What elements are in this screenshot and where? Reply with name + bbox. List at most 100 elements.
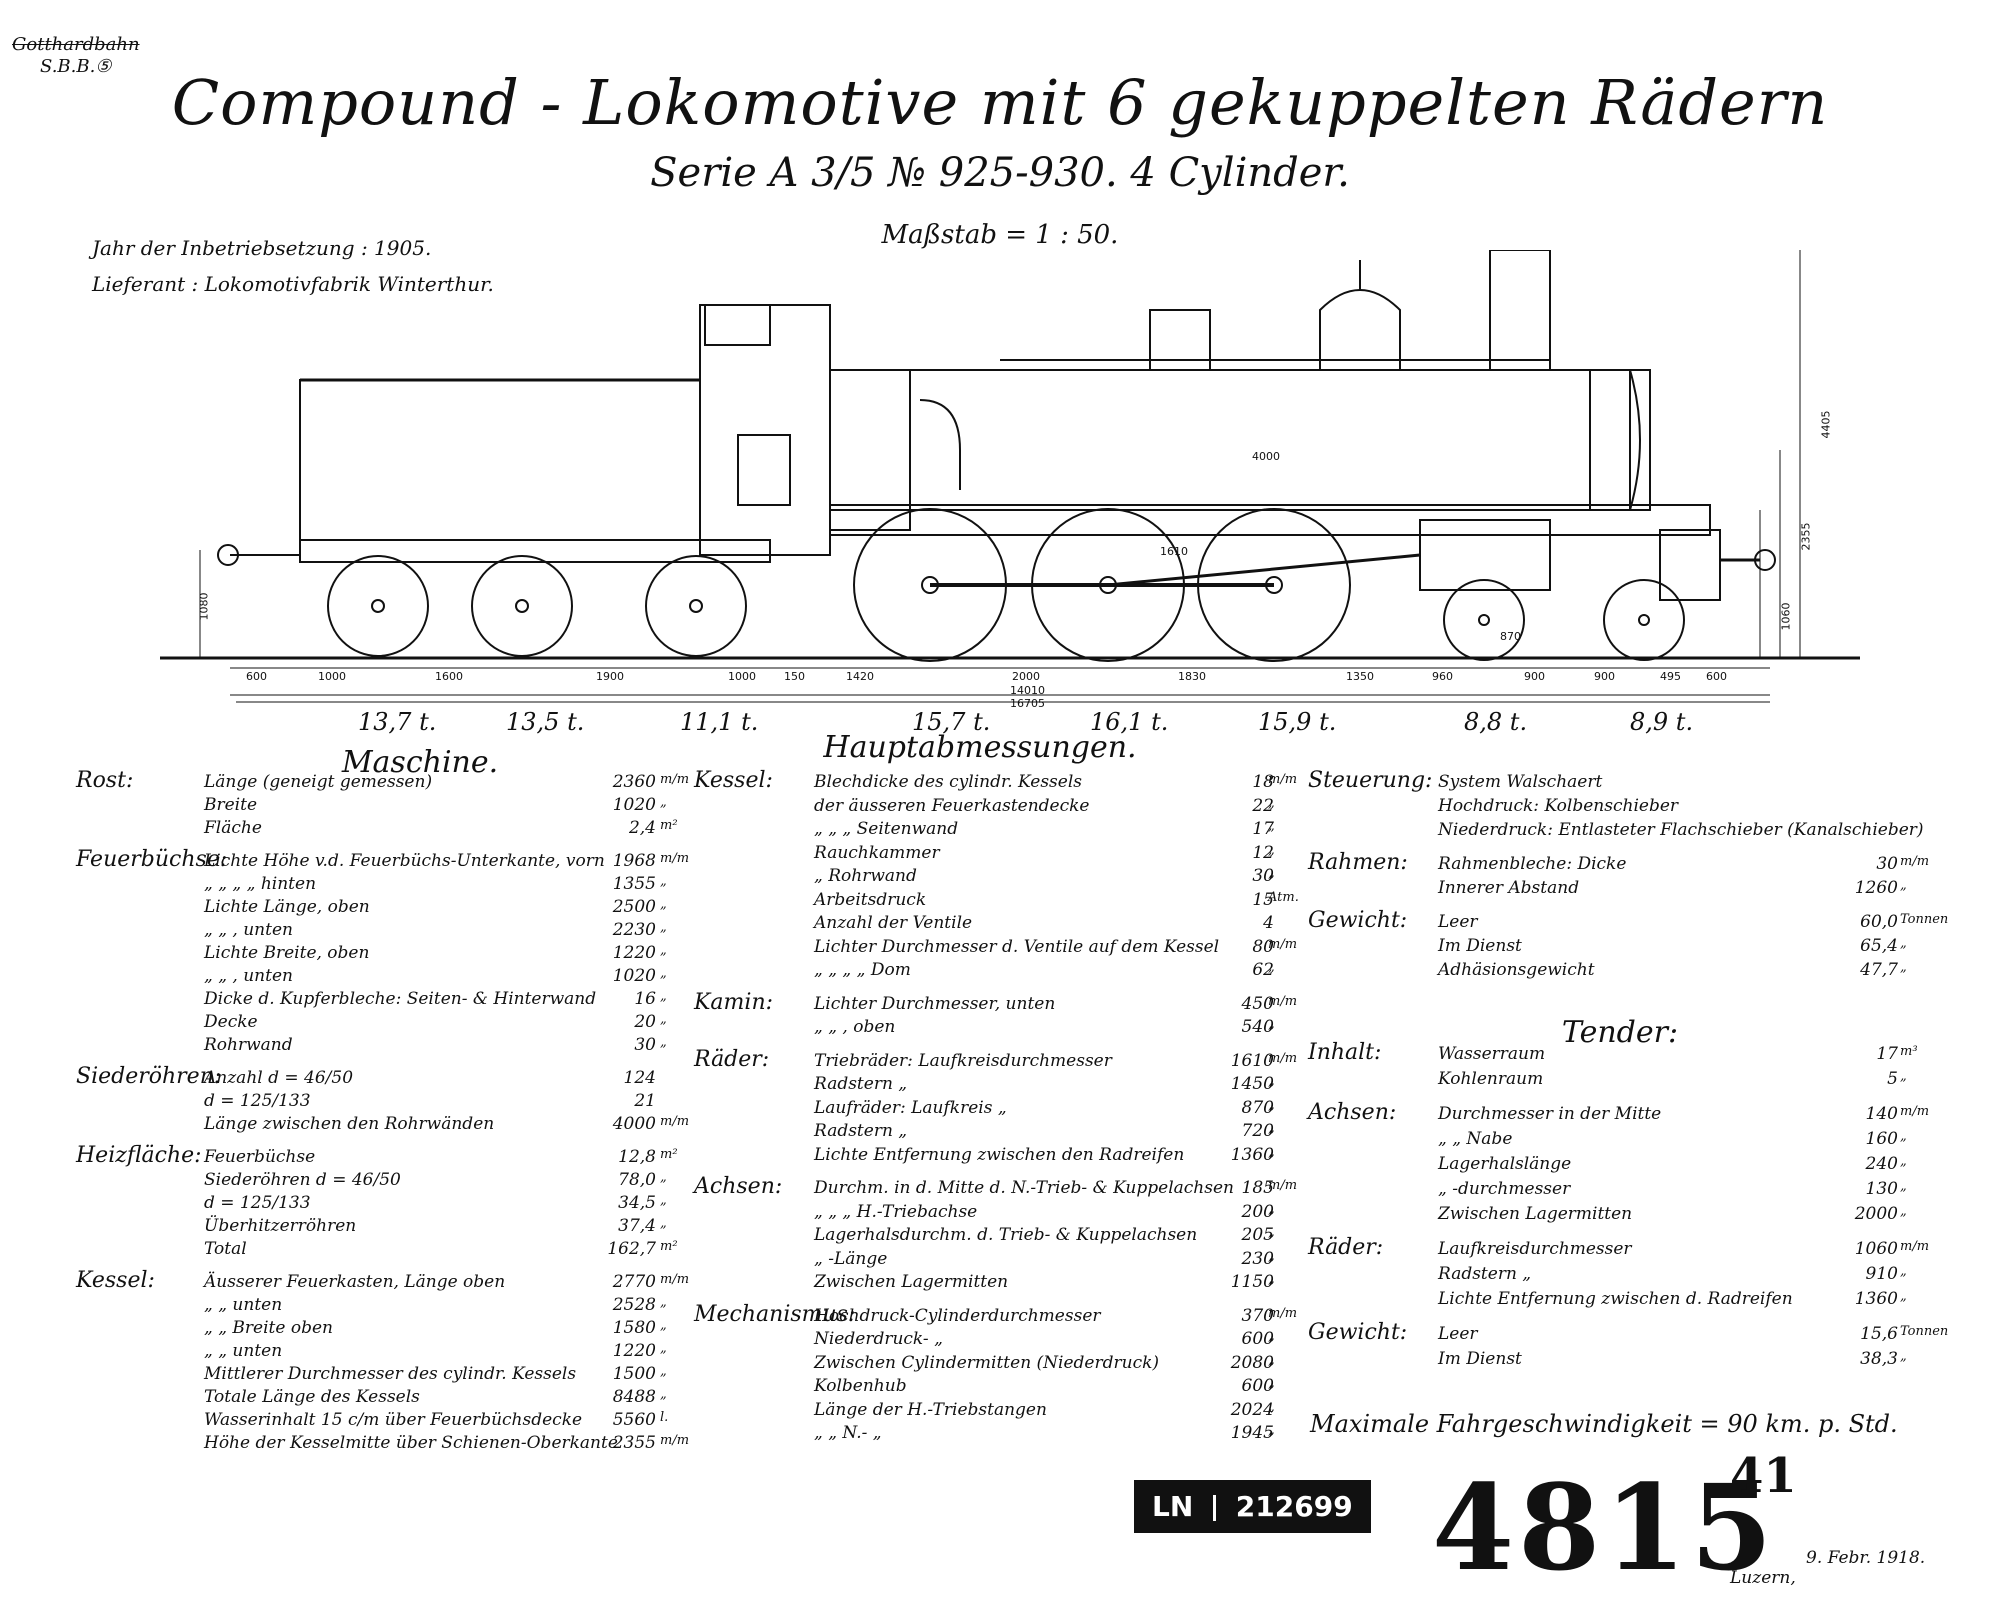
spec-unit: „ bbox=[1268, 960, 1275, 975]
dim-boiler-tubes: 4000 bbox=[1252, 450, 1280, 463]
spec-unit: „ bbox=[660, 1012, 667, 1027]
spec-label: Radstern „ bbox=[1438, 1264, 1532, 1284]
spec-label: Länge der H.-Triebstangen bbox=[814, 1399, 1047, 1420]
dim-spacing: 960 bbox=[1432, 670, 1453, 683]
spec-label: d = 125/133 bbox=[204, 1091, 311, 1111]
spec-value: 1220 bbox=[612, 943, 656, 963]
spec-value: 22 bbox=[1252, 795, 1274, 816]
spec-label: Zwischen Lagermitten bbox=[1438, 1204, 1633, 1224]
spec-group-title: Siederöhren: bbox=[76, 1064, 222, 1089]
spec-label: Überhitzerröhren bbox=[204, 1216, 357, 1236]
spec-unit: „ bbox=[1900, 936, 1907, 951]
spec-unit: „ bbox=[1900, 1179, 1907, 1194]
spec-value: 1260 bbox=[1854, 878, 1898, 898]
spec-value: 30 bbox=[634, 1035, 656, 1055]
spec-row: Dicke d. Kupferbleche: Seiten- & Hinterw… bbox=[76, 989, 676, 1011]
spec-unit: „ bbox=[1268, 1376, 1275, 1391]
spec-unit: „ bbox=[1268, 1423, 1275, 1438]
spec-unit: „ bbox=[660, 989, 667, 1004]
spec-value: 1150 bbox=[1230, 1272, 1274, 1292]
dim-tender-wheel: 1060 bbox=[1779, 602, 1793, 631]
spec-unit: „ bbox=[1900, 1069, 1907, 1084]
spec-label: Decke bbox=[204, 1012, 258, 1032]
spec-row: der äusseren Feuerkastendecke 22„ bbox=[694, 796, 1294, 818]
spec-row: „ „ N.- „1945„ bbox=[694, 1423, 1294, 1445]
dim-wheel: 870 bbox=[1500, 630, 1521, 643]
spec-group-title: Feuerbüchse: bbox=[76, 847, 228, 872]
spec-value: 1355 bbox=[612, 874, 656, 894]
dim-spacing: 1900 bbox=[596, 670, 624, 683]
spec-value: 30 bbox=[1876, 854, 1898, 874]
spec-unit: „ bbox=[1900, 1129, 1907, 1144]
spec-value: 124 bbox=[623, 1068, 656, 1088]
spec-value: 12 bbox=[1252, 842, 1274, 863]
spec-row: Lagerhalsdurchm. d. Trieb- & Kuppelachse… bbox=[694, 1225, 1294, 1247]
spec-label: „ -durchmesser bbox=[1438, 1179, 1571, 1199]
spec-row: Zwischen Cylindermitten (Niederdruck)208… bbox=[694, 1353, 1294, 1375]
spec-value: 20 bbox=[634, 1012, 656, 1032]
spec-group-title: Kessel: bbox=[694, 768, 773, 793]
spec-label: Länge zwischen den Rohrwänden bbox=[204, 1114, 495, 1134]
spec-label: Dicke d. Kupferbleche: Seiten- & Hinterw… bbox=[204, 989, 597, 1009]
spec-value: 1968 bbox=[612, 851, 656, 871]
spec-value: 80 bbox=[1252, 936, 1274, 957]
spec-unit: m/m bbox=[1900, 1104, 1930, 1119]
spec-unit: „ bbox=[1268, 819, 1275, 834]
dim-height-chimney: 4405 bbox=[1819, 410, 1833, 439]
spec-value: 30 bbox=[1252, 866, 1274, 886]
spec-unit: „ bbox=[660, 1035, 667, 1050]
spec-label: Laufräder: Laufkreis „ bbox=[814, 1097, 1007, 1118]
spec-unit: „ bbox=[1900, 1289, 1907, 1304]
spec-value: 65,4 bbox=[1860, 936, 1898, 956]
spec-unit: m/m bbox=[1268, 1305, 1298, 1321]
spec-value: 18 bbox=[1252, 772, 1274, 792]
spec-value: 8488 bbox=[612, 1387, 656, 1407]
spec-value: 4 bbox=[1263, 913, 1274, 933]
spec-row: d = 125/133 21 bbox=[76, 1091, 676, 1113]
spec-label: Im Dienst bbox=[1438, 936, 1522, 956]
spec-row: Niederdruck- „600„ bbox=[694, 1329, 1294, 1351]
stamp-prefix: LN bbox=[1152, 1490, 1194, 1523]
spec-label: der äusseren Feuerkastendecke bbox=[814, 795, 1090, 816]
archive-stamp: LN 212699 bbox=[1134, 1480, 1371, 1533]
spec-unit: „ bbox=[1268, 795, 1275, 811]
spec-group-title: Mechanismus: bbox=[694, 1301, 856, 1327]
spec-value: 34,5 bbox=[618, 1193, 656, 1213]
spec-unit: „ bbox=[660, 897, 667, 912]
spec-label: Länge (geneigt gemessen) bbox=[204, 772, 433, 792]
spec-label: Leer bbox=[1438, 1324, 1478, 1344]
spec-row: Decke 20 „ bbox=[76, 1012, 676, 1034]
spec-unit: „ bbox=[660, 1170, 667, 1185]
spec-label: „ „ „ H.-Triebachse bbox=[814, 1201, 978, 1222]
supplier: Lieferant : Lokomotivfabrik Winterthur. bbox=[92, 272, 494, 296]
spec-unit: „ bbox=[1268, 1097, 1275, 1113]
spec-unit: „ bbox=[1268, 1074, 1275, 1089]
spec-label: „ „ , unten bbox=[204, 920, 293, 940]
spec-value: 162,7 bbox=[607, 1239, 656, 1259]
spec-value: 540 bbox=[1241, 1017, 1274, 1037]
spec-value: 21 bbox=[634, 1091, 656, 1111]
spec-label: Im Dienst bbox=[1438, 1349, 1522, 1369]
spec-unit: „ bbox=[1900, 878, 1907, 893]
spec-group-title: Rost: bbox=[76, 768, 134, 793]
spec-label: Anzahl der Ventile bbox=[814, 913, 973, 933]
